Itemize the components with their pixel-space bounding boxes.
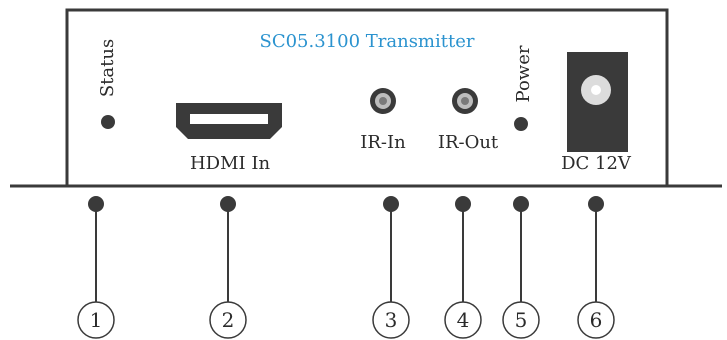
power-led-icon xyxy=(514,117,528,131)
callout-number: 5 xyxy=(515,308,528,332)
device-title: SC05.3100 Transmitter xyxy=(260,31,475,52)
dc-12v-label: DC 12V xyxy=(561,153,632,174)
callout-5: 5 xyxy=(502,196,540,339)
callout-number: 1 xyxy=(90,308,103,332)
callout-number: 4 xyxy=(457,308,470,332)
power-label: Power xyxy=(513,45,534,102)
ir-out-label: IR-Out xyxy=(438,132,499,153)
status-led-icon xyxy=(101,115,115,129)
hdmi-in-label: HDMI In xyxy=(190,153,271,174)
ir-out-jack-icon xyxy=(452,88,478,114)
callout-4: 4 xyxy=(444,196,482,339)
callout-number: 2 xyxy=(222,308,235,332)
callout-2: 2 xyxy=(209,196,247,339)
dc-power-jack-icon xyxy=(567,52,628,152)
hdmi-port-icon xyxy=(176,103,282,139)
callout-6: 6 xyxy=(577,196,615,339)
callout-number: 3 xyxy=(385,308,398,332)
callout-number: 6 xyxy=(590,308,603,332)
ir-in-label: IR-In xyxy=(360,132,406,153)
callout-1: 1 xyxy=(77,196,115,339)
callout-3: 3 xyxy=(372,196,410,339)
ir-in-jack-icon xyxy=(370,88,396,114)
status-label: Status xyxy=(97,39,118,97)
